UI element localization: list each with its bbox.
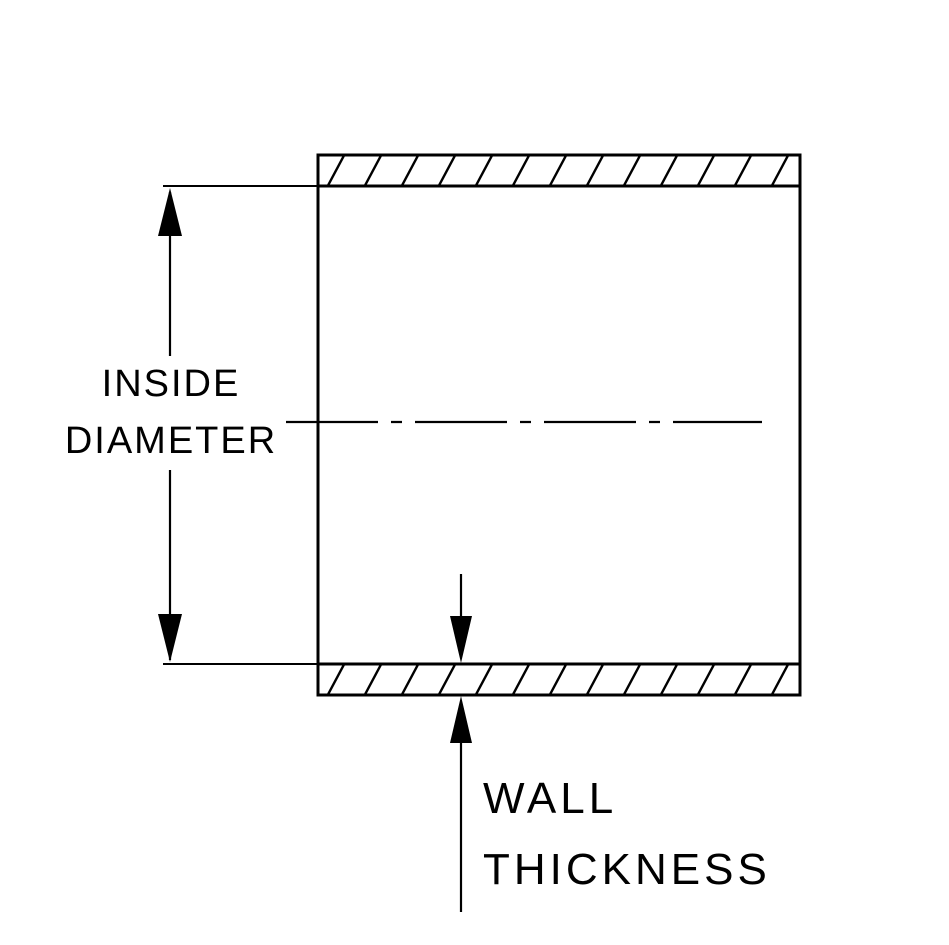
top-wall-section — [316, 153, 802, 188]
inside-diameter-arrow-down-icon — [158, 614, 182, 662]
bottom-wall-section — [316, 662, 802, 697]
wall-thickness-arrow-up-icon — [450, 696, 472, 743]
wall-thickness-label-line2: THICKNESS — [483, 845, 771, 894]
inside-diameter-label-line2: DIAMETER — [58, 413, 284, 470]
inside-diameter-arrow-up-icon — [158, 188, 182, 236]
wall-thickness-label-line1: WALL — [483, 774, 618, 823]
tube-outline — [316, 153, 802, 697]
wall-thickness-arrow-down-icon — [450, 616, 472, 663]
inside-diameter-label-line1: INSIDE — [58, 356, 284, 413]
inside-diameter-label: INSIDE DIAMETER — [58, 356, 284, 470]
wall-thickness-label: WALL THICKNESS — [483, 763, 771, 905]
